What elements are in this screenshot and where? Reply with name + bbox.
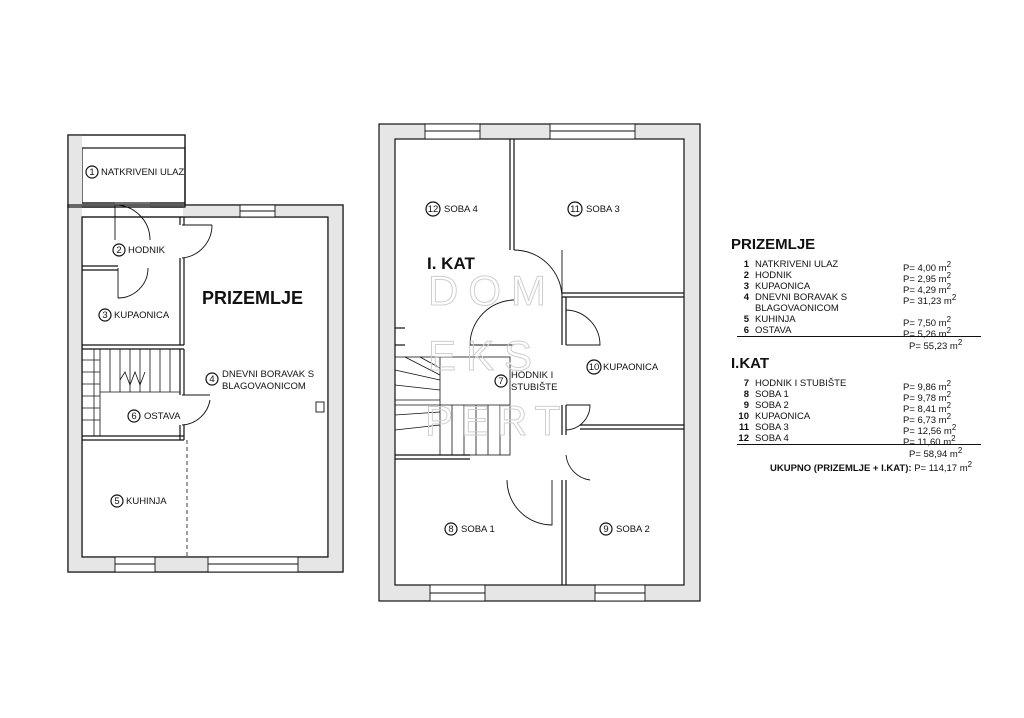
legend-row: 5 KUHINJA P= 7,50 m2 [731, 314, 981, 330]
legend-row: 3 KUPAONICA P= 4,29 m2 [731, 281, 981, 297]
room-number: 5 [743, 314, 749, 325]
svg-text:NATKRIVENI ULAZ: NATKRIVENI ULAZ [101, 167, 184, 178]
legend-row: 8 SOBA 1 P= 9,78 m2 [731, 389, 981, 405]
room-name: HODNIK [755, 270, 792, 281]
legend-row: 11 SOBA 3 P= 12,56 m2 [731, 422, 981, 438]
svg-text:4: 4 [209, 374, 214, 385]
room-name: SOBA 2 [755, 400, 789, 411]
ground-floor-title: PRIZEMLJE [202, 288, 303, 308]
room-number: 3 [743, 281, 749, 292]
svg-text:SOBA 2: SOBA 2 [616, 524, 650, 535]
room-number: 7 [743, 378, 749, 389]
svg-text:HODNIK: HODNIK [128, 245, 166, 256]
legend-row: 2 HODNIK P= 2,95 m2 [731, 270, 981, 286]
first-floor-title: I. KAT [427, 254, 475, 273]
svg-text:3: 3 [102, 310, 107, 321]
svg-text:6: 6 [131, 411, 136, 422]
room-name: KUPAONICA [755, 281, 811, 292]
legend-row: 7 HODNIK I STUBIŠTE P= 9,86 m2 [731, 378, 981, 394]
room-name: OSTAVA [755, 325, 792, 336]
svg-text:DNEVNI BORAVAK S: DNEVNI BORAVAK S [222, 369, 314, 380]
svg-text:SOBA 4: SOBA 4 [444, 204, 478, 215]
room-area: P= 6,73 m2 [903, 412, 951, 427]
room-name: KUHINJA [755, 314, 796, 325]
svg-text:EKS: EKS [428, 332, 542, 379]
room-number: 9 [743, 400, 749, 411]
svg-text:KUPAONICA: KUPAONICA [603, 362, 659, 373]
legend-row: 9 SOBA 2 P= 8,41 m2 [731, 400, 981, 416]
room-name: SOBA 1 [755, 389, 789, 400]
svg-text:KUPAONICA: KUPAONICA [114, 310, 170, 321]
room-area: P= 12,56 m2 [903, 423, 957, 438]
room-number: 2 [743, 270, 749, 281]
room-number: 10 [738, 411, 749, 422]
room-name: SOBA 4 [755, 433, 789, 444]
svg-text:DOM: DOM [428, 267, 556, 314]
svg-text:8: 8 [448, 524, 453, 535]
svg-text:SOBA 1: SOBA 1 [461, 524, 495, 535]
legend-ground-total: P= 55,23 m2 [737, 336, 981, 352]
room-number: 12 [738, 433, 749, 444]
room-area: P= 9,86 m2 [903, 379, 951, 394]
room-name: SOBA 3 [755, 422, 789, 433]
room-number: 1 [743, 259, 749, 270]
watermark: DOM EKS PERT [425, 267, 568, 445]
floor-plan-drawing: 1 NATKRIVENI ULAZ 2 HODNIK 3 KUPAONICA 4… [67, 123, 701, 602]
svg-text:2: 2 [116, 245, 121, 256]
first-floor-plan: 7 HODNIK I STUBIŠTE 8 SOBA 1 9 SOBA 2 10… [378, 123, 701, 602]
legend-ground-rows: 1 NATKRIVENI ULAZ P= 4,00 m2 2 HODNIK P= 2,9… [731, 259, 981, 341]
room-number: 11 [738, 422, 749, 433]
room-area: P= 2,95 m2 [903, 271, 951, 286]
room-area: P= 4,00 m2 [903, 260, 951, 275]
svg-text:5: 5 [114, 496, 119, 507]
room-name: HODNIK I STUBIŠTE [755, 378, 847, 389]
legend-row: 1 NATKRIVENI ULAZ P= 4,00 m2 [731, 259, 981, 275]
room-area: P= 4,29 m2 [903, 282, 951, 297]
svg-text:11: 11 [570, 204, 580, 215]
legend-first-title: I.KAT [731, 355, 770, 372]
svg-text:OSTAVA: OSTAVA [144, 411, 181, 422]
svg-text:1: 1 [89, 167, 94, 178]
room-area: P= 7,50 m2 [903, 315, 951, 330]
svg-text:12: 12 [428, 204, 439, 215]
room-number: 6 [743, 325, 749, 336]
room-name: NATKRIVENI ULAZ [755, 259, 839, 270]
room-area: P= 11,60 m2 [903, 434, 956, 449]
legend-first-total: P= 58,94 m2 [737, 444, 981, 460]
svg-text:HODNIK I: HODNIK I [511, 370, 553, 381]
svg-text:BLAGOVAONICOM: BLAGOVAONICOM [222, 381, 306, 392]
ground-floor-plan: 1 NATKRIVENI ULAZ 2 HODNIK 3 KUPAONICA 4… [67, 134, 344, 573]
svg-text:7: 7 [498, 376, 503, 387]
room-number: 4 [743, 292, 749, 303]
legend-first-rows: 7 HODNIK I STUBIŠTE P= 9,86 m2 8 SOBA 1 P= 9… [731, 378, 981, 449]
svg-text:9: 9 [603, 524, 608, 535]
svg-text:SOBA 3: SOBA 3 [586, 204, 620, 215]
grand-total-value: P= 114,17 m2 [914, 460, 973, 475]
room-number: 8 [743, 389, 749, 400]
legend-row: 6 OSTAVA P= 5,26 m2 [731, 325, 981, 341]
room-area: P= 8,41 m2 [903, 401, 951, 416]
legend-row: 10 KUPAONICA P= 6,73 m2 [731, 411, 981, 427]
grand-total: UKUPNO (PRIZEMLJE + I.KAT): P= 114,17 m2 [770, 460, 972, 474]
room-area: P= 9,78 m2 [903, 390, 951, 405]
svg-text:KUHINJA: KUHINJA [126, 496, 167, 507]
first-room-labels: 7 HODNIK I STUBIŠTE 8 SOBA 1 9 SOBA 2 10… [425, 201, 659, 536]
legend-row: 12 SOBA 4 P= 11,60 m2 [731, 433, 981, 449]
room-name: KUPAONICA [755, 411, 811, 422]
legend-ground-title: PRIZEMLJE [731, 236, 816, 253]
ground-room-labels: 1 NATKRIVENI ULAZ 2 HODNIK 3 KUPAONICA 4… [85, 165, 314, 508]
room-area: P= 5,26 m2 [903, 326, 951, 341]
svg-text:STUBIŠTE: STUBIŠTE [511, 382, 557, 393]
svg-text:PERT: PERT [425, 397, 568, 444]
grand-total-label: UKUPNO (PRIZEMLJE + I.KAT): [770, 463, 912, 475]
room-area: P= 31,23 m2 [903, 293, 957, 308]
svg-text:10: 10 [589, 362, 600, 373]
